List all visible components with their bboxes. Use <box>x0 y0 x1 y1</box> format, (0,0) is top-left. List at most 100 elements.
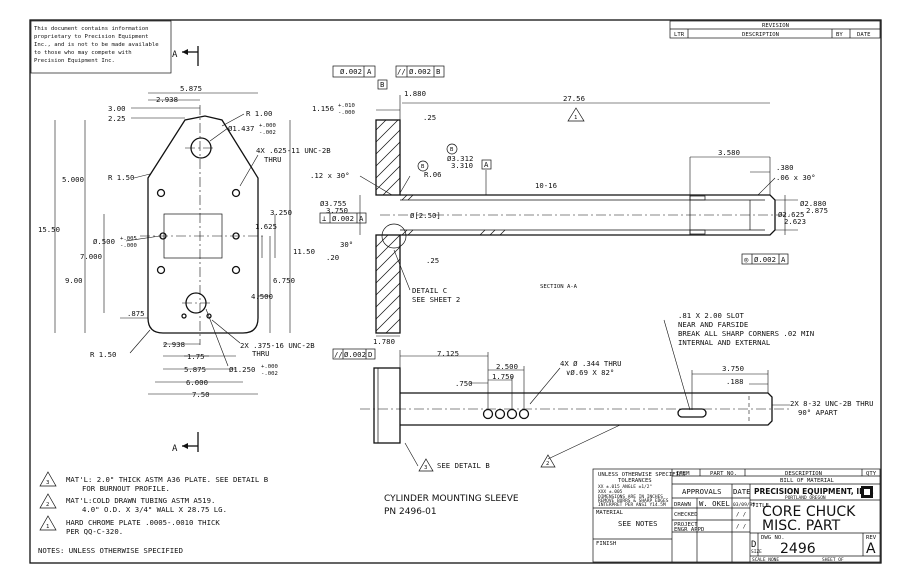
dim-r150-top: R 1.50 <box>108 173 134 182</box>
sleeve-tube <box>400 392 773 426</box>
dim-2938-bot: 2.938 <box>163 340 185 349</box>
fcf-value: Ø.002 <box>332 214 354 223</box>
datum-b-box: B <box>377 79 388 90</box>
note-number: 1 <box>574 115 577 121</box>
material-label: MATERIAL <box>596 510 624 516</box>
plate-section-lower <box>375 234 401 334</box>
disclaimer-line: This document contains information <box>34 26 149 32</box>
section-a-a-label: SECTION A-A <box>540 284 578 290</box>
dim-dia-1437-plus: +.000 <box>259 123 276 129</box>
notes-block: 3 MAT'L: 2.0" THICK ASTM A36 PLATE. SEE … <box>38 471 269 555</box>
title-block: UNLESS OTHERWISE SPECIFIED TOLERANCES XX… <box>592 468 881 563</box>
section-view <box>375 119 790 334</box>
drawn-label: DRAWN <box>674 502 691 508</box>
dim-holes-625-thru: THRU <box>264 155 282 164</box>
bom-label: BILL OF MATERIAL <box>780 478 835 484</box>
tube-outline <box>400 194 776 236</box>
dim-6750: 6.750 <box>273 276 295 285</box>
dim-2875: 2.875 <box>806 206 828 215</box>
tol-line: XXX ±.005 <box>598 489 623 495</box>
fcf-sleeve: // Ø.002 D <box>332 348 376 360</box>
material-value: SEE NOTES <box>618 519 658 528</box>
notes-footer: NOTES: UNLESS OTHERWISE SPECIFIED <box>38 546 183 555</box>
dim-r06: R.06 <box>424 170 442 179</box>
note-line: HARD CHROME PLATE .0005-.0010 THICK <box>66 518 220 527</box>
note-number: 1 <box>46 524 49 530</box>
fcf-right: ◎ Ø.002 A <box>741 253 789 265</box>
detail-c-circle <box>381 223 407 249</box>
disclaimer-line: Precision Equipment Inc. <box>34 58 115 64</box>
finish-label: FINISH <box>596 541 616 547</box>
approvals-label: APPROVALS <box>682 487 722 496</box>
fcf-value: Ø.002 <box>754 255 776 264</box>
dim-1156-minus: -.000 <box>338 110 355 116</box>
dwg-number: 2496 <box>780 541 816 557</box>
note-line: MAT'L:COLD DRAWN TUBING ASTM A519. <box>66 496 215 505</box>
dim-25: .25 <box>423 113 436 122</box>
slot-note-3: BREAK ALL SHARP CORNERS .02 MIN <box>678 329 814 338</box>
tap-note-2: 90° APART <box>798 408 838 417</box>
dim-7000: 7.000 <box>80 252 102 261</box>
dim-750: 7.50 <box>192 390 210 399</box>
fcf-left-perp: ⊥ Ø.002 A <box>319 212 367 224</box>
dim-3250: 3.250 <box>270 208 292 217</box>
dim-sleeve-3750: 3.750 <box>722 364 744 373</box>
datum-b-letter: B <box>380 80 385 89</box>
dim-25b: .25 <box>426 256 439 265</box>
title-line-2: MISC. PART <box>762 518 841 534</box>
dim-2623: 2.623 <box>784 217 806 226</box>
plate-outline <box>147 115 259 334</box>
tol-line: XX ±.015 ANGLE ±1/2° <box>598 484 652 490</box>
fcf-datum: A <box>781 255 786 264</box>
dim-6000: 6.000 <box>186 378 208 387</box>
dim-dia-500-plus: +.005 <box>120 236 137 242</box>
dim-holes-625: 4X .625-11 UNC-2B <box>256 146 331 155</box>
dim-3580: 3.580 <box>718 148 740 157</box>
fcf-top-left: Ø.002 A <box>332 65 376 78</box>
dim-900: 9.00 <box>65 276 83 285</box>
dim-dia-1250: Ø1.250 <box>229 365 255 374</box>
company-logo-icon <box>861 486 873 498</box>
slot-note-1: .81 X 2.00 SLOT <box>678 311 745 320</box>
rev-col-by: BY <box>836 32 843 38</box>
note-number: 2 <box>546 461 549 467</box>
dim-r100: R 1.00 <box>246 109 272 118</box>
note-number: 3 <box>424 465 427 471</box>
tol-header: UNLESS OTHERWISE SPECIFIED <box>598 472 686 478</box>
note-number: 3 <box>46 480 49 486</box>
balloon-b-1: B <box>446 143 458 155</box>
dim-1625: 1.625 <box>255 222 277 231</box>
title-label: TITLE <box>752 503 769 509</box>
sleeve-flange <box>373 367 401 444</box>
fcf-perp: ⊥ <box>322 214 327 223</box>
title-line-1: CORE CHUCK <box>762 504 856 520</box>
description-col: DESCRIPTION <box>785 471 822 477</box>
note-line: 4.0" O.D. X 3/4" WALL X 28.75 LG. <box>82 505 227 514</box>
date-label: DATE <box>733 487 751 496</box>
tol-sub: TOLERANCES <box>618 478 652 484</box>
dim-dia-1437: Ø1.437 <box>228 124 254 133</box>
eng-appd-label: ENGR APPD <box>674 527 705 533</box>
slot <box>677 408 707 418</box>
checked-date: / / <box>736 512 746 518</box>
company-name: PRECISION EQUIPMENT, INC. <box>754 487 874 496</box>
section-letter: A <box>172 50 178 60</box>
rev-value: A <box>866 541 876 557</box>
section-letter: A <box>172 444 178 454</box>
revision-block: REVISION LTR DESCRIPTION BY DATE <box>669 20 881 39</box>
dim-dia-1250-minus: -.002 <box>261 371 278 377</box>
note-number: 2 <box>46 502 49 508</box>
dim-1150: 11.50 <box>293 247 315 256</box>
note-line: MAT'L: 2.0" THICK ASTM A36 PLATE. SEE DE… <box>66 475 269 484</box>
dim-3310: 3.310 <box>451 161 473 170</box>
size-value: D <box>751 540 756 550</box>
dim-380: .380 <box>776 163 794 172</box>
dim-30deg: 30° <box>340 240 353 249</box>
rev-label: REV <box>866 535 877 541</box>
dim-1780: 1.780 <box>373 337 395 346</box>
tol-line: DIMENSIONS ARE IN INCHES <box>598 494 663 500</box>
section-marker-top: A <box>172 46 199 66</box>
balloon-letter: B <box>450 147 454 153</box>
dim-175: 1.75 <box>187 352 205 361</box>
